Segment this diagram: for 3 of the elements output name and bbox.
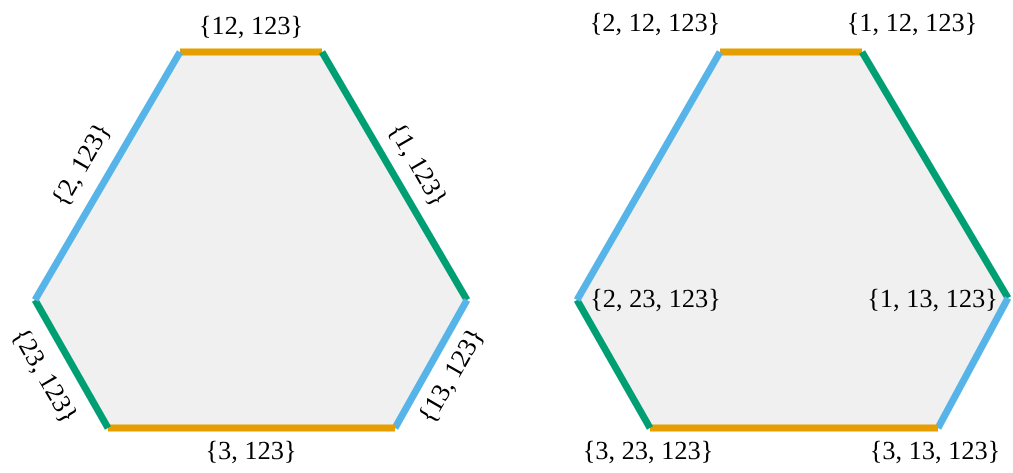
side-label: {1, 13, 123} [869,288,996,312]
side-label: {2, 23, 123} [592,288,719,312]
hexagon-drawing [573,48,1012,432]
